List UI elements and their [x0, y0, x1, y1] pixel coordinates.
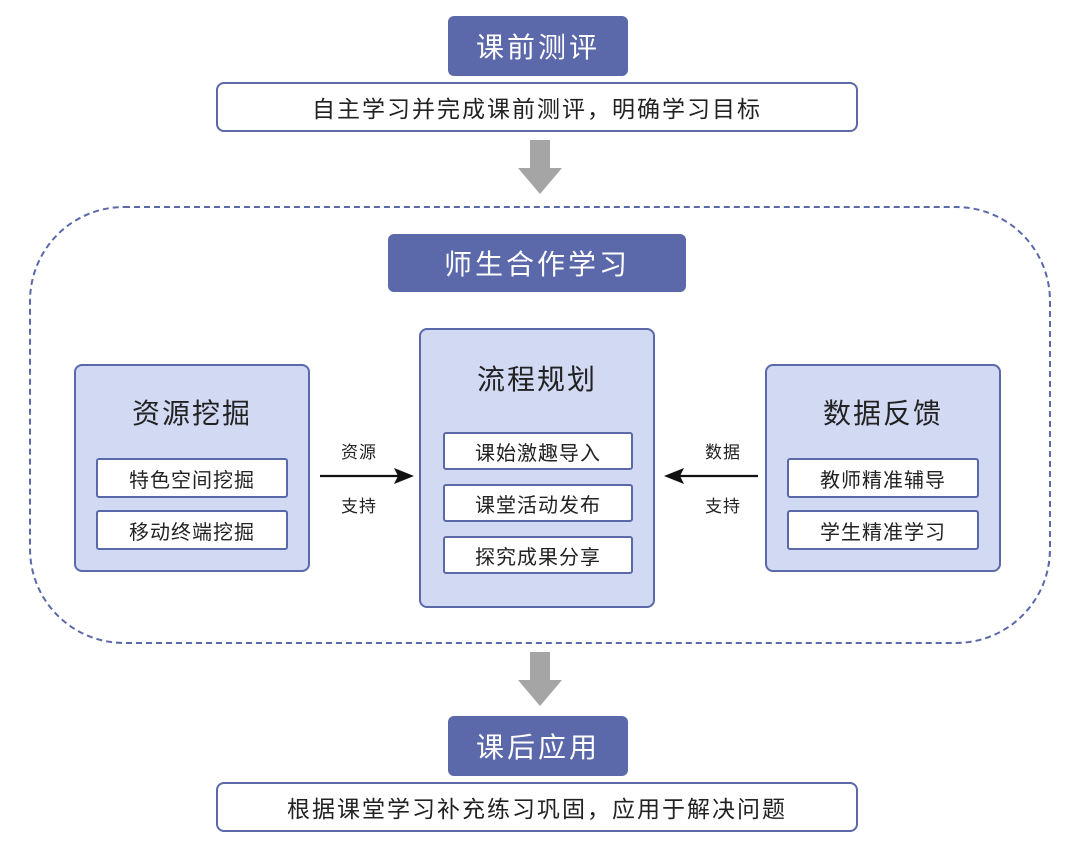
flow-arrow-down-icon [518, 140, 562, 194]
resource-support-label-bottom: 支持 [341, 497, 377, 517]
resource-support-label-top: 资源 [341, 443, 377, 463]
arrow-right-icon [320, 468, 414, 484]
collaboration-region [29, 206, 1051, 644]
resource-item: 特色空间挖掘 [96, 458, 288, 498]
flow-arrow-down-icon [518, 652, 562, 706]
collaboration-title: 师生合作学习 [388, 234, 686, 292]
post-class-title: 课后应用 [448, 716, 628, 776]
feedback-item: 教师精准辅导 [787, 458, 979, 498]
resource-item: 移动终端挖掘 [96, 510, 288, 550]
resource-panel: 资源挖掘 特色空间挖掘 移动终端挖掘 [74, 364, 310, 572]
process-item: 课堂活动发布 [443, 484, 633, 522]
resource-panel-title: 资源挖掘 [131, 397, 252, 430]
data-support-label-top: 数据 [705, 443, 741, 463]
process-item: 课始激趣导入 [443, 432, 633, 470]
arrow-left-icon [664, 468, 758, 484]
post-class-description: 根据课堂学习补充练习巩固，应用于解决问题 [216, 782, 858, 832]
feedback-panel: 数据反馈 教师精准辅导 学生精准学习 [765, 364, 1001, 572]
process-panel: 流程规划 课始激趣导入 课堂活动发布 探究成果分享 [419, 328, 655, 608]
pre-class-description: 自主学习并完成课前测评，明确学习目标 [216, 82, 858, 132]
data-support-label-bottom: 支持 [705, 497, 741, 517]
pre-class-title: 课前测评 [448, 16, 628, 76]
feedback-item: 学生精准学习 [787, 510, 979, 550]
process-panel-title: 流程规划 [476, 363, 597, 396]
process-item: 探究成果分享 [443, 536, 633, 574]
feedback-panel-title: 数据反馈 [822, 397, 943, 430]
